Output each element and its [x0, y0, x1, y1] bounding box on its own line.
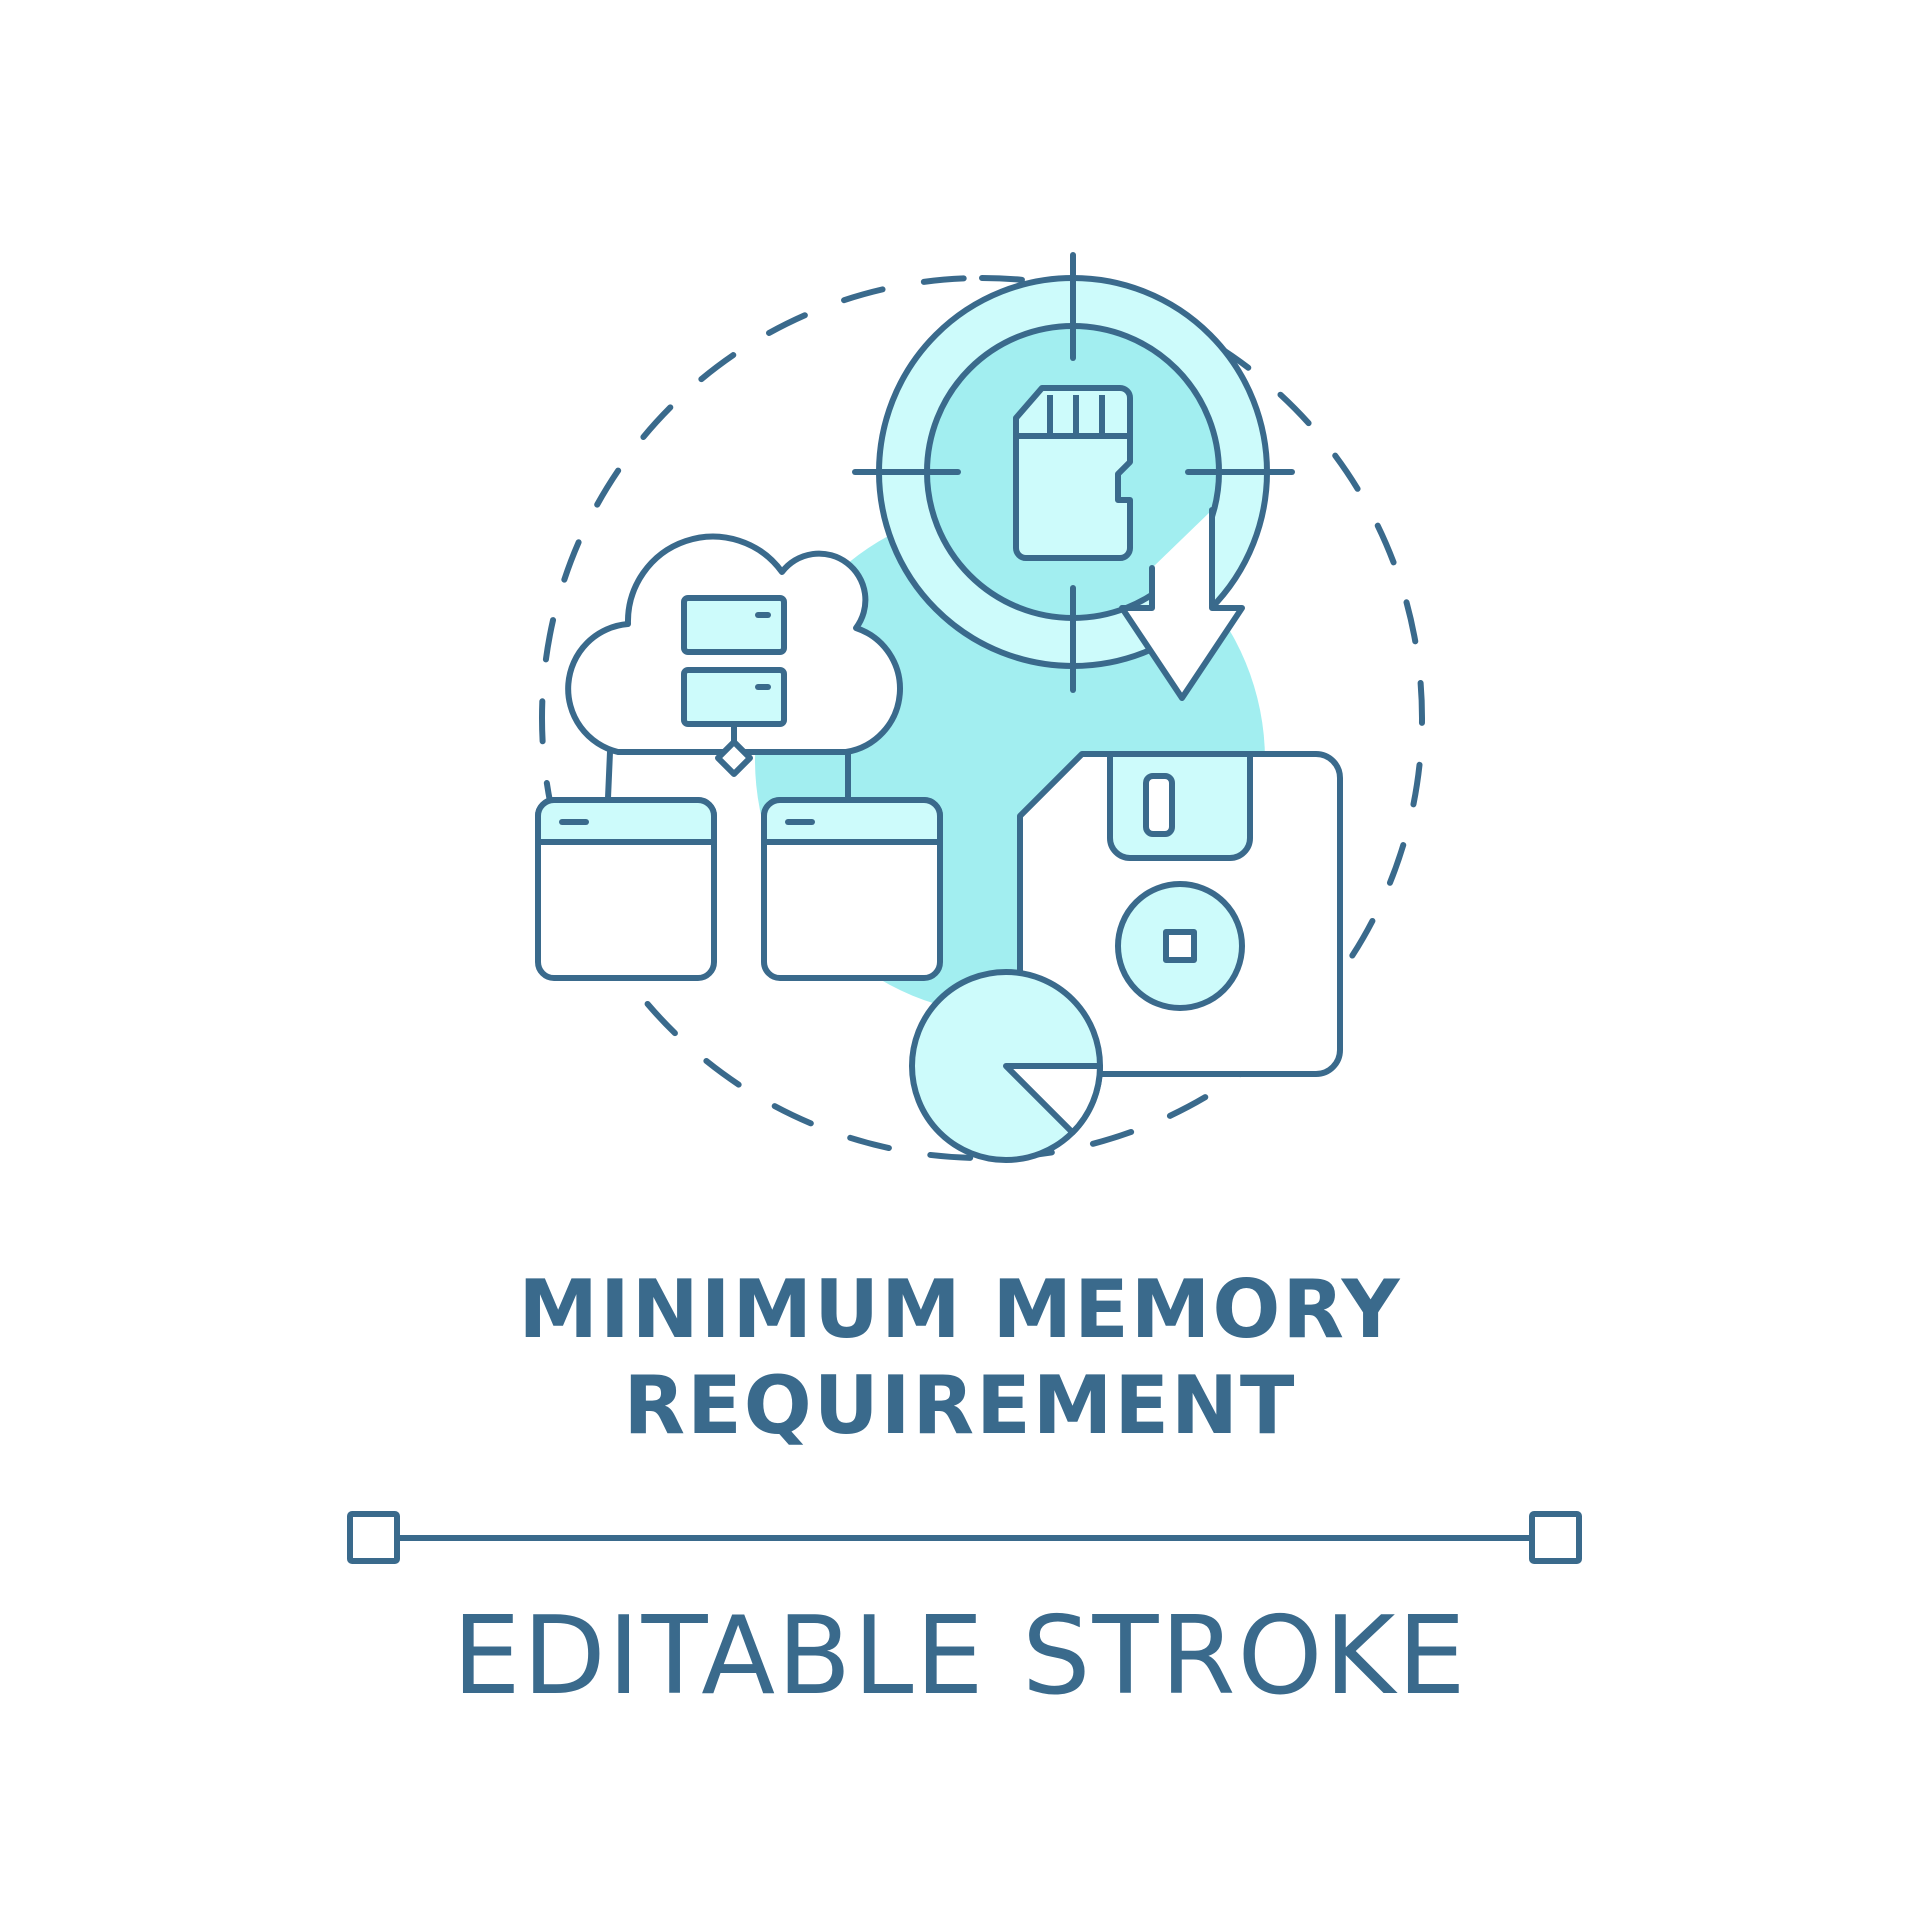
- title-line-2: REQUIREMENT: [623, 1359, 1297, 1452]
- right-handle: [1529, 1511, 1582, 1564]
- editable-stroke-line: [347, 1511, 1582, 1564]
- floppy-disk-icon: [1017, 751, 1343, 1077]
- pie-chart-icon: [909, 969, 1104, 1163]
- browser-window-icon: [535, 797, 943, 981]
- left-handle: [347, 1511, 400, 1564]
- sd-card-icon: [1013, 385, 1133, 561]
- download-arrow-icon: [1119, 507, 1245, 701]
- title-line-1: MINIMUM MEMORY: [518, 1263, 1402, 1356]
- cloud-server-icon: [565, 533, 903, 801]
- editable-stroke-caption: EDITABLE STROKE: [452, 1594, 1468, 1719]
- dashed-orbit: [539, 275, 1425, 1161]
